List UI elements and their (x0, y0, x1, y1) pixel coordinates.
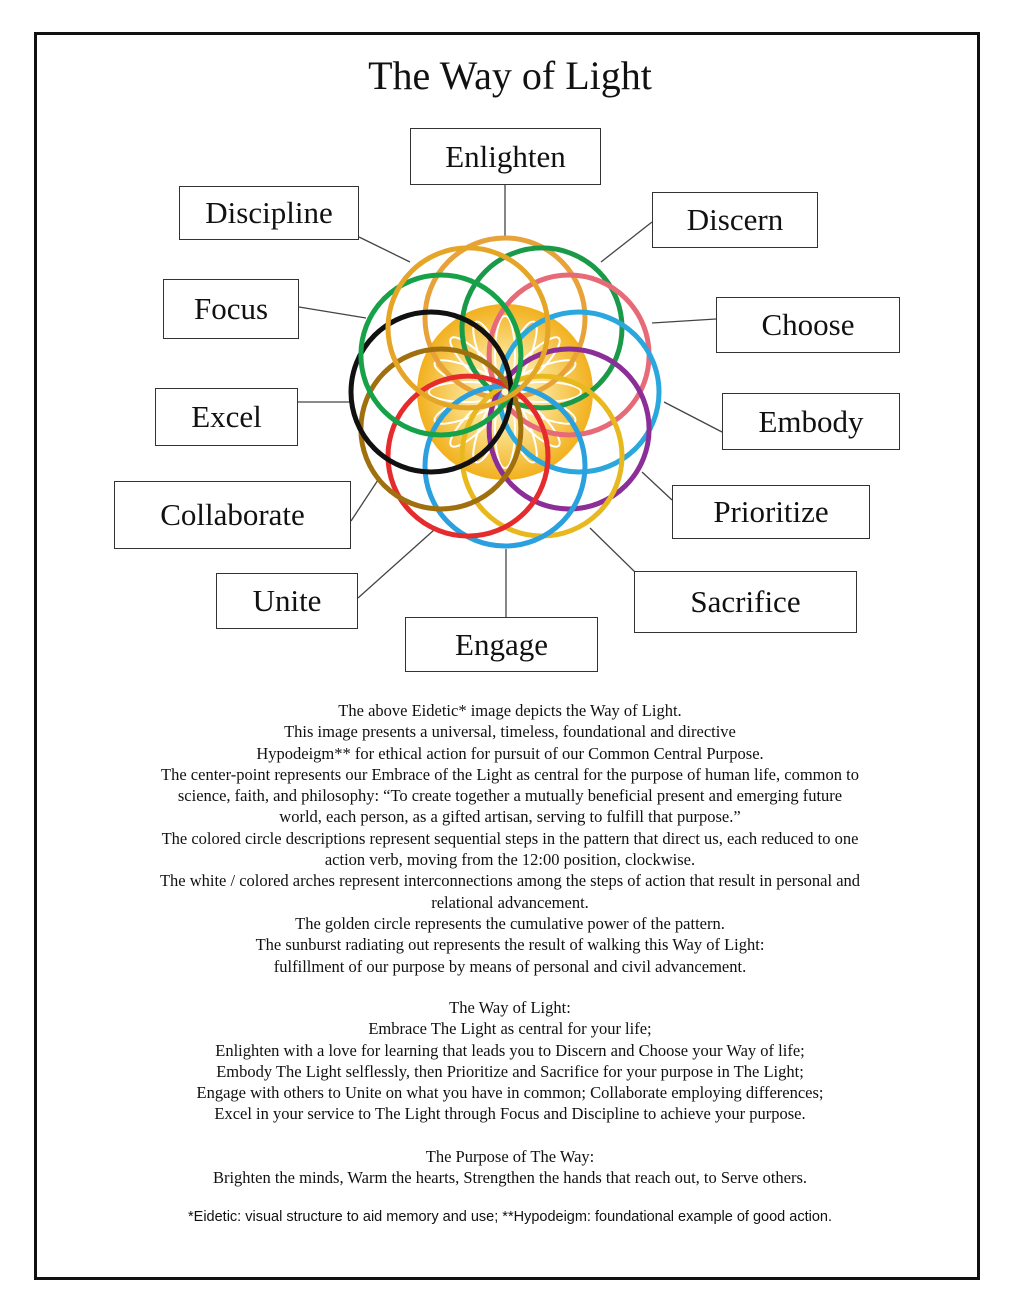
ring-4 (486, 346, 652, 512)
connector-lines (298, 185, 723, 617)
label-excel: Excel (155, 388, 298, 446)
connector-discipline (358, 236, 411, 263)
way-line: Enlighten with a love for learning that … (215, 1040, 805, 1060)
description-line: The sunburst radiating out represents th… (255, 935, 765, 955)
description-line: fulfillment of our purpose by means of p… (273, 956, 747, 976)
way-line: Embody The Light selflessly, then Priori… (216, 1061, 804, 1081)
description-line: The center-point represents our Embrace … (161, 764, 859, 784)
description-text: The above Eidetic* image depicts the Way… (60, 700, 960, 977)
ring-1 (459, 245, 625, 411)
connector-prioritize (641, 471, 673, 501)
description-line: The above Eidetic* image depicts the Way… (338, 701, 682, 720)
footnote: *Eidetic: visual structure to aid memory… (188, 1209, 832, 1225)
ring-10 (358, 272, 524, 438)
label-sacrifice: Sacrifice (634, 571, 857, 633)
label-prioritize: Prioritize (672, 485, 870, 539)
way-heading: The Way of Light: (449, 998, 571, 1017)
connector-focus (298, 306, 367, 319)
way-text: The Way of Light: Embrace The Light as c… (60, 997, 960, 1125)
description-line: The golden circle represents the cumulat… (295, 913, 725, 933)
label-focus: Focus (163, 279, 299, 339)
connector-choose (651, 318, 717, 324)
connector-unite (357, 529, 435, 599)
description-line: This image presents a universal, timeles… (284, 722, 736, 742)
label-collaborate: Collaborate (114, 481, 351, 549)
connector-embody (663, 401, 723, 433)
label-enlighten: Enlighten (410, 128, 601, 185)
ring-11 (385, 245, 551, 411)
label-discipline: Discipline (179, 186, 359, 240)
description-line: world, each person, as a gifted artisan,… (279, 807, 741, 827)
page-title: The Way of Light (368, 53, 652, 98)
way-line: Excel in your service to The Light throu… (214, 1104, 806, 1124)
label-discern: Discern (652, 192, 818, 248)
connector-sacrifice (589, 527, 637, 574)
label-unite: Unite (216, 573, 358, 629)
label-engage: Engage (405, 617, 598, 672)
purpose-line: Brighten the minds, Warm the hearts, Str… (212, 1168, 808, 1188)
description-line: The white / colored arches represent int… (159, 871, 861, 891)
description-line: The colored circle descriptions represen… (161, 828, 859, 848)
purpose-text: The Purpose of The Way: Brighten the min… (60, 1146, 960, 1189)
purpose-heading: The Purpose of The Way: (425, 1147, 595, 1166)
description-line: relational advancement. (431, 892, 589, 912)
colored-rings (348, 235, 662, 549)
label-choose: Choose (716, 297, 900, 353)
way-of-light-diagram (298, 185, 723, 617)
connector-discern (600, 221, 653, 263)
way-line: Engage with others to Unite on what you … (196, 1083, 824, 1103)
connector-collaborate (350, 479, 379, 522)
page-frame (34, 32, 980, 1280)
description-line: science, faith, and philosophy: “To crea… (177, 786, 843, 806)
description-line: Hypodeigm** for ethical action for pursu… (256, 743, 764, 763)
label-embody: Embody (722, 393, 900, 450)
way-line: Embrace The Light as central for your li… (368, 1019, 652, 1039)
ring-7 (385, 373, 551, 539)
description-line: action verb, moving from the 12:00 posit… (324, 850, 696, 870)
